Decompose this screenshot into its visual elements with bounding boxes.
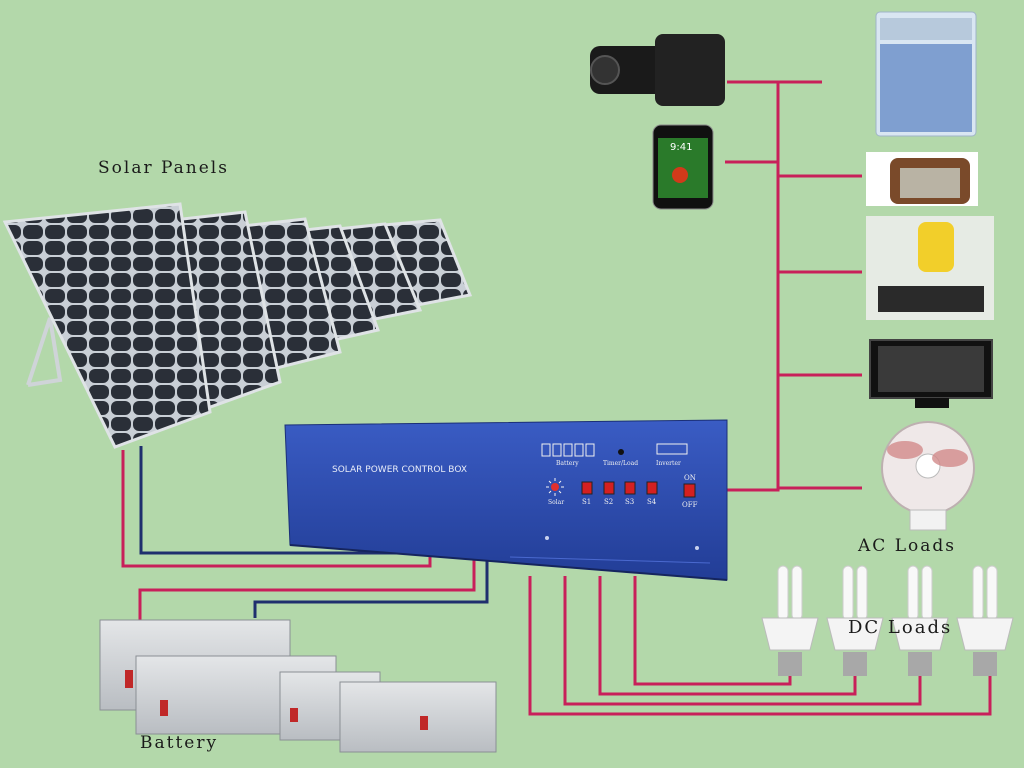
- dc-bulb-2: [826, 565, 884, 676]
- solar-sun-icon: [546, 478, 564, 496]
- switch-s3-label: S3: [625, 498, 634, 506]
- dc-wire-1: [528, 576, 992, 716]
- ac-bus-main: [727, 82, 780, 492]
- fan-device: [881, 421, 975, 531]
- power-on-label: ON: [684, 474, 696, 482]
- water-pump-device: [866, 216, 994, 320]
- control-box: SOLAR POWER CONTROL BOX Battery Timer/Lo…: [284, 419, 728, 581]
- dc-bulb-1: [761, 565, 819, 676]
- battery-warning-marks: [125, 670, 428, 730]
- battery-unit-4: [339, 681, 497, 753]
- battery-wire-red: [138, 560, 476, 622]
- camera-device: [590, 34, 725, 106]
- power-switch[interactable]: [683, 483, 696, 498]
- solar-panel-1: [2, 202, 212, 449]
- panel-stand: [26, 317, 63, 387]
- switch-s2-label: S2: [604, 498, 613, 506]
- dc-loads-label: DC Loads: [848, 617, 953, 638]
- switch-s4-label: S4: [647, 498, 657, 506]
- batteries: [99, 619, 497, 753]
- dc-wire-3: [598, 576, 857, 696]
- wiring: [121, 80, 992, 716]
- battery-wire-blue: [253, 560, 489, 618]
- tv-device: [869, 339, 993, 408]
- timer-load-label: Timer/Load: [603, 460, 638, 467]
- battery-label: Battery: [140, 733, 219, 753]
- battery-indicator-icons: [541, 443, 595, 457]
- power-off-label: OFF: [682, 501, 698, 509]
- washing-machine-device: [875, 11, 977, 137]
- battery-indicator-label: Battery: [556, 460, 579, 467]
- solar-indicator-label: Solar: [548, 499, 564, 506]
- dc-wire-4: [633, 576, 792, 686]
- phone-device: 9:41: [652, 124, 714, 210]
- switch-s2[interactable]: [603, 481, 615, 495]
- phone-time: 9:41: [670, 142, 692, 153]
- switch-s1-label: S1: [582, 498, 591, 506]
- inverter-label: Inverter: [656, 460, 681, 467]
- panel-wire-blue: [139, 446, 405, 555]
- switch-s4[interactable]: [646, 481, 658, 495]
- dc-wire-2: [563, 576, 922, 706]
- timer-knob: [618, 449, 624, 455]
- control-box-title: SOLAR POWER CONTROL BOX: [332, 465, 467, 475]
- switch-s3[interactable]: [624, 481, 636, 495]
- radio-device: [866, 152, 978, 206]
- solar-panels: [2, 202, 473, 449]
- dc-bulb-3: [891, 565, 949, 676]
- switch-s1[interactable]: [581, 481, 593, 495]
- inverter-icon: [656, 443, 688, 455]
- ac-loads-label: AC Loads: [858, 536, 956, 556]
- dc-bulb-4: [956, 565, 1014, 676]
- solar-panels-label: Solar Panels: [98, 158, 229, 178]
- panel-wire-red: [121, 450, 432, 568]
